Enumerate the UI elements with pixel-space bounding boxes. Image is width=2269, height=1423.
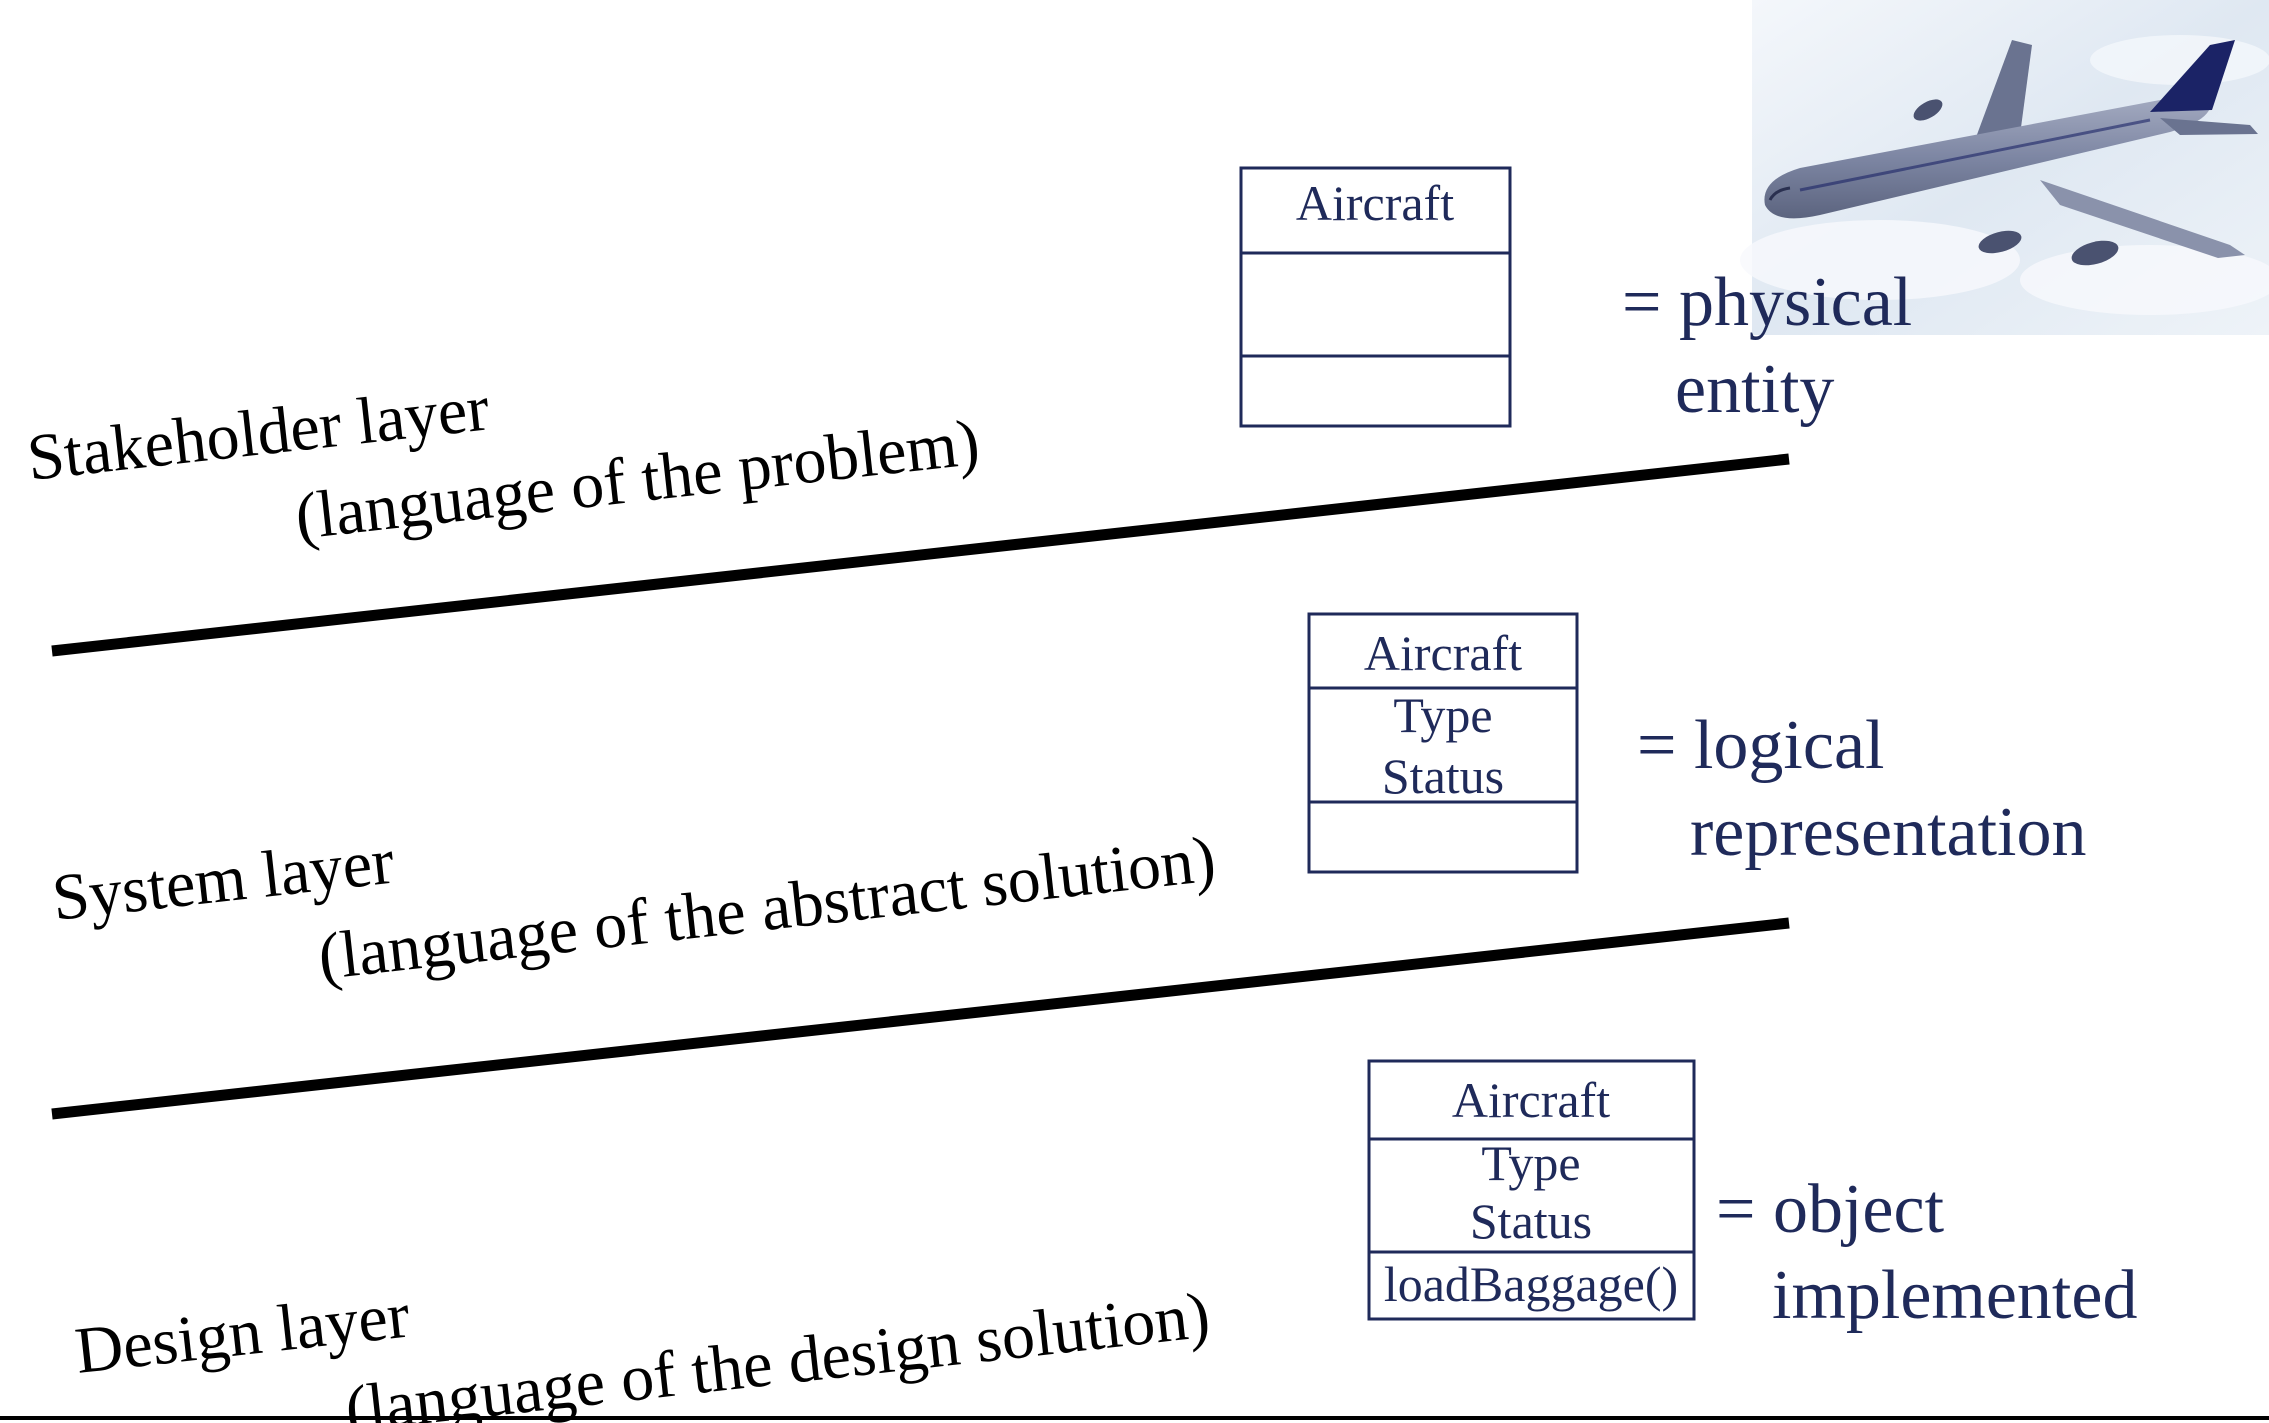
layer-divider-upper: [51, 453, 1790, 657]
class-attribute: Status: [1470, 1193, 1592, 1249]
meaning-line: = object: [1716, 1171, 1945, 1248]
class-box-system: [1307, 612, 1579, 874]
meaning-line: entity: [1675, 351, 1834, 428]
layer-divider-lower: [51, 917, 1790, 1120]
bottom-rule: [0, 1416, 2269, 1420]
class-name: Aircraft: [1364, 625, 1522, 681]
class-operation: loadBaggage(): [1384, 1256, 1678, 1312]
class-attribute: Type: [1481, 1135, 1580, 1191]
meaning-line: = logical: [1637, 707, 1884, 784]
layer-subtitle: (language of the abstract solution): [315, 823, 1219, 995]
system-layer-label: System layer (language of the abstract s…: [49, 823, 1219, 995]
design-layer-label: Design layer (language of the design sol…: [72, 1279, 1214, 1423]
aircraft-photo: [1740, 0, 2269, 335]
class-attribute: Type: [1393, 687, 1492, 743]
meaning-line: implemented: [1772, 1257, 2137, 1334]
layer-subtitle: (language of the design solution): [342, 1279, 1214, 1423]
class-box-design: [1367, 1059, 1696, 1321]
meaning-line: = physical: [1622, 264, 1912, 341]
meaning-line: representation: [1690, 794, 2086, 871]
stakeholder-layer-label: Stakeholder layer (language of the probl…: [24, 371, 983, 553]
class-name: Aircraft: [1452, 1072, 1610, 1128]
class-attribute: Status: [1382, 748, 1504, 804]
airplane-icon: [1764, 40, 2258, 266]
class-name: Aircraft: [1296, 175, 1454, 231]
class-box-stakeholder: [1239, 166, 1512, 428]
